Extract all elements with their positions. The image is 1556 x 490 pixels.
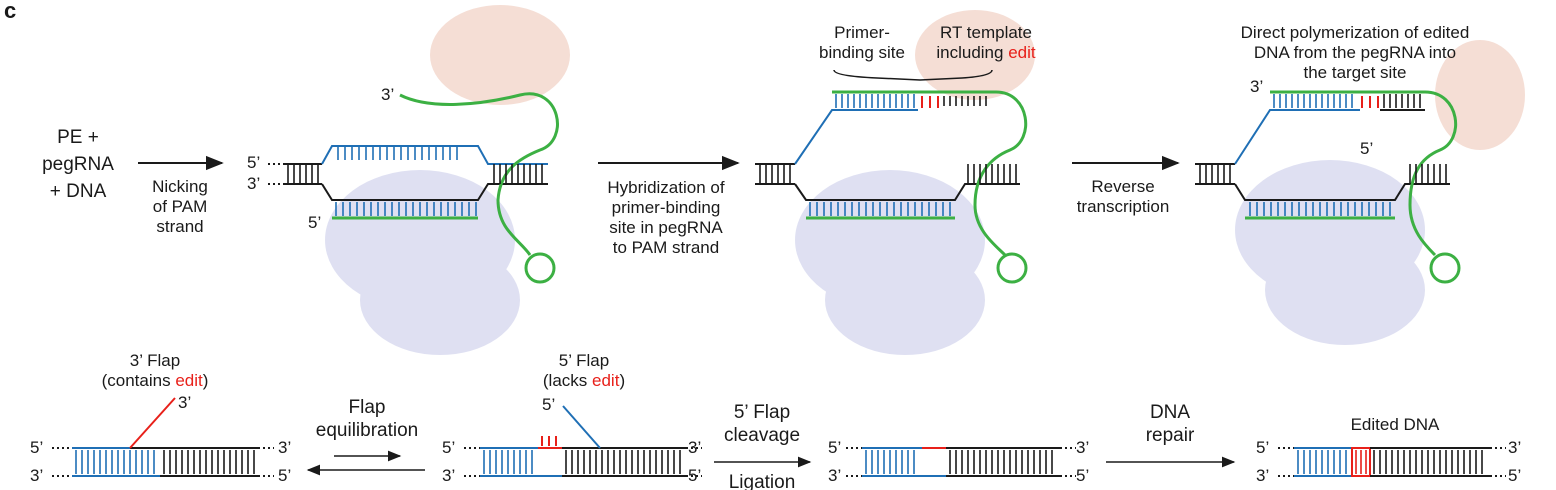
cleavage-label-1: 5’ Flap	[734, 402, 790, 423]
pbs-label-1: Primer-	[834, 23, 890, 42]
bottom-dna-1	[52, 397, 274, 477]
caption-line-2: DNA from the pegRNA into	[1254, 43, 1456, 62]
nicking-label-1: Nicking	[152, 177, 208, 196]
dna1-3prime-right: 3’	[278, 438, 291, 457]
input-line-1: PE +	[57, 127, 99, 148]
dna2-3prime-left: 3’	[442, 466, 455, 485]
dna4-3prime-left: 3’	[1256, 466, 1269, 485]
flap5-label-2: (lacks edit)	[543, 371, 625, 390]
step1-5prime-label: 5’	[247, 153, 260, 172]
flap5-label-1: 5’ Flap	[559, 351, 609, 370]
dna3-5prime-right: 5’	[1076, 466, 1089, 485]
step1-dna-bubble	[268, 92, 559, 284]
dna4-3prime-right: 3’	[1508, 438, 1521, 457]
dna3-3prime-left: 3’	[828, 466, 841, 485]
rt-label-1: Reverse	[1091, 177, 1154, 196]
repair-label-1: DNA	[1150, 402, 1190, 423]
rt-protein-shapes	[430, 5, 1525, 150]
step1-bottom-5prime-label: 5’	[308, 213, 321, 232]
repair-label-2: repair	[1146, 425, 1195, 446]
step1-pegrna-3prime-label: 3’	[381, 85, 394, 104]
hybridization-label-4: to PAM strand	[613, 238, 719, 257]
flap3-label-1: 3’ Flap	[130, 351, 180, 370]
base-pair-rungs	[75, 94, 1483, 474]
step3-5prime-label: 5’	[1360, 139, 1373, 158]
equilibration-label-1: Flap	[349, 397, 386, 418]
flap5-5prime-label: 5’	[542, 395, 555, 414]
rt-template-label-2: including edit	[936, 43, 1036, 62]
rt-label-2: transcription	[1077, 197, 1170, 216]
caption-line-1: Direct polymerization of edited	[1241, 23, 1470, 42]
dna2-5prime-left: 5’	[442, 438, 455, 457]
equilibration-label-2: equilibration	[316, 420, 418, 441]
cas9-protein-shapes	[325, 160, 1425, 355]
input-line-3: + DNA	[50, 181, 107, 202]
flap3-3prime-label: 3’	[178, 393, 191, 412]
dna3-3prime-right: 3’	[1076, 438, 1089, 457]
dna1-5prime-left: 5’	[30, 438, 43, 457]
nicking-label-3: strand	[156, 217, 203, 236]
input-line-2: pegRNA	[42, 154, 114, 175]
edited-dna-label: Edited DNA	[1351, 415, 1440, 434]
step2-dna-bubble	[755, 69, 1028, 284]
hybridization-label-1: Hybridization of	[607, 178, 724, 197]
step1-3prime-label: 3’	[247, 174, 260, 193]
dna2-5prime-right: 5’	[688, 466, 701, 485]
rt-template-label-1: RT template	[940, 23, 1032, 42]
dna1-5prime-right: 5’	[278, 466, 291, 485]
dna4-5prime-left: 5’	[1256, 438, 1269, 457]
dna4-5prime-right: 5’	[1508, 466, 1521, 485]
dna3-5prime-left: 5’	[828, 438, 841, 457]
nicking-label-2: of PAM	[153, 197, 207, 216]
step3-dna-bubble	[1195, 90, 1461, 284]
hybridization-label-2: primer-binding	[612, 198, 721, 217]
bottom-dna-2	[464, 405, 702, 477]
step3-3prime-label: 3’	[1250, 77, 1263, 96]
dna1-3prime-left: 3’	[30, 466, 43, 485]
caption-line-3: the target site	[1303, 63, 1406, 82]
bottom-dna-4	[1278, 447, 1506, 477]
flap3-label-2: (contains edit)	[102, 371, 209, 390]
panel-label: c	[4, 0, 16, 23]
bottom-dna-3	[846, 447, 1076, 477]
hybridization-label-3: site in pegRNA	[609, 218, 723, 237]
pbs-label-2: binding site	[819, 43, 905, 62]
cleavage-label-2: cleavage	[724, 425, 800, 446]
ligation-label: Ligation	[729, 472, 796, 490]
dna2-3prime-right: 3’	[688, 438, 701, 457]
